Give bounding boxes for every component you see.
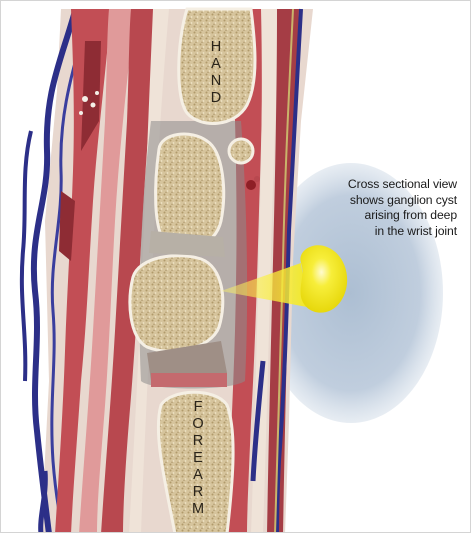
forearm-letter: M <box>188 501 208 518</box>
vessel-red-2 <box>254 176 260 182</box>
forearm-letter: R <box>188 484 208 501</box>
hand-letter: D <box>206 90 226 107</box>
caption-line: Cross sectional view <box>283 177 457 193</box>
forearm-letter: O <box>188 416 208 433</box>
hand-label: H A N D <box>206 39 226 107</box>
caption-line: shows ganglion cyst <box>283 193 457 209</box>
vein-left-3 <box>22 131 31 381</box>
caption-line: in the wrist joint <box>283 224 457 240</box>
hand-letter: H <box>206 39 226 56</box>
vessel-red-1 <box>246 180 256 190</box>
caption-line: arising from deep <box>283 208 457 224</box>
carpal-lower <box>130 256 223 352</box>
forearm-letter: R <box>188 433 208 450</box>
hand-letter: A <box>206 56 226 73</box>
forearm-letter: E <box>188 450 208 467</box>
carpal-small <box>229 139 253 163</box>
cyst-caption: Cross sectional view shows ganglion cyst… <box>283 177 457 239</box>
forearm-label: F O R E A R M <box>188 399 208 518</box>
hand-letter: N <box>206 73 226 90</box>
carpal-upper <box>156 134 224 248</box>
ligament-3 <box>151 373 227 387</box>
forearm-letter: A <box>188 467 208 484</box>
forearm-letter: F <box>188 399 208 416</box>
